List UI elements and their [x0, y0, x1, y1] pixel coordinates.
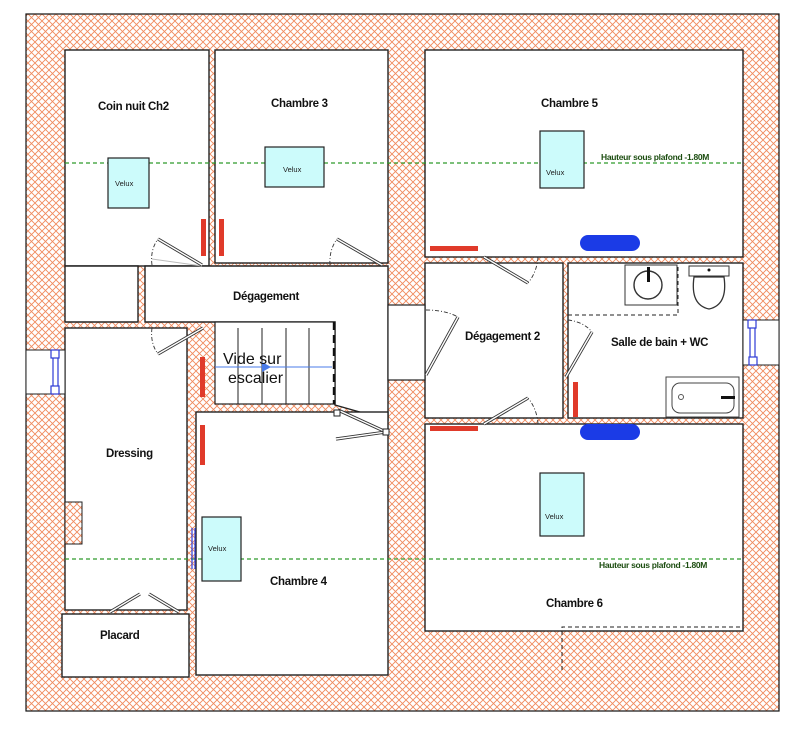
room-label: Dégagement: [233, 291, 299, 303]
door-chambre-6[interactable]: [483, 396, 539, 426]
radiator-icon: [430, 426, 478, 431]
velux-label: Velux: [283, 165, 302, 174]
velux-chambre-3: [264, 146, 325, 188]
room-dressing[interactable]: [64, 327, 188, 611]
radiator-icon: [201, 219, 206, 256]
radiator-icon: [219, 219, 224, 256]
blue-radiator-icon: [580, 424, 640, 440]
door-chambre-4[interactable]: [333, 408, 390, 441]
stair-label: Vide sur: [223, 351, 282, 368]
ceiling-height-note: Hauteur sous plafond -1.80M: [601, 152, 709, 162]
ceiling-height-note: Hauteur sous plafond -1.80M: [599, 560, 707, 570]
window-west: [50, 349, 60, 395]
velux-coin-nuit: [107, 157, 150, 209]
stair-label: escalier: [228, 370, 284, 387]
room-label: Placard: [100, 630, 140, 642]
velux-label: Velux: [545, 512, 564, 521]
door-dressing[interactable]: [151, 326, 204, 356]
room-label: Chambre 6: [546, 598, 603, 610]
room-label: Salle de bain + WC: [611, 337, 708, 349]
room-chambre-4[interactable]: [195, 411, 389, 676]
room-label: Chambre 5: [541, 98, 599, 110]
room-degagement-2[interactable]: [424, 262, 564, 419]
radiator-icon: [200, 357, 205, 397]
velux-chambre-4: [201, 516, 242, 582]
room-label: Dressing: [106, 448, 153, 460]
door-coin-nuit[interactable]: [151, 237, 203, 267]
room-label: Dégagement 2: [465, 331, 540, 343]
sink-icon: [624, 264, 678, 306]
room-placard[interactable]: [61, 613, 190, 678]
blue-radiator-icon: [580, 235, 640, 251]
velux-label: Velux: [208, 544, 227, 553]
room-label: Coin nuit Ch2: [98, 101, 169, 113]
room-coin-nuit-lower: [64, 265, 139, 323]
velux-chambre-6: [539, 472, 585, 537]
room-label: Chambre 3: [271, 98, 328, 110]
dashed-line-bath: [568, 263, 679, 316]
toilet-icon: [688, 265, 730, 310]
radiator-icon: [430, 246, 478, 251]
door-chambre-5[interactable]: [483, 255, 539, 285]
window-east: [747, 319, 758, 366]
passage: [387, 304, 426, 381]
stair: [214, 321, 336, 405]
velux-label: Velux: [115, 179, 134, 188]
door-passage[interactable]: [424, 309, 460, 376]
column: [64, 501, 83, 545]
radiator-icon: [573, 382, 578, 417]
velux-chambre-5: [539, 130, 585, 189]
bathtub-icon: [665, 376, 740, 418]
room-label: Chambre 4: [270, 576, 328, 588]
window-chambre-4: [191, 528, 196, 569]
door-placard[interactable]: [109, 592, 180, 614]
door-bathroom[interactable]: [564, 319, 594, 378]
dashed-line-ch6: [561, 626, 743, 670]
velux-label: Velux: [546, 168, 565, 177]
radiator-icon: [200, 425, 205, 465]
door-chambre-3[interactable]: [329, 237, 383, 267]
